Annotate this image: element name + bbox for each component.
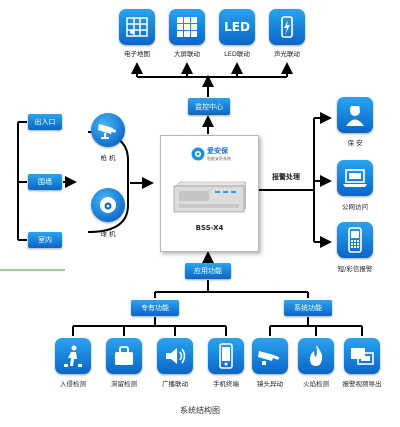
bottom-label-camera-shift: 镜头异动 xyxy=(257,380,283,388)
alarm-processing-label: 报警处理 xyxy=(272,173,300,181)
map-icon xyxy=(119,9,155,45)
device-panel: 爱安保 智能安防系统 BSS-X4 xyxy=(160,135,259,252)
app-functions-box: 应用功能 xyxy=(185,263,231,279)
led-icon-text: LED xyxy=(224,20,250,34)
special-functions-box: 专有功能 xyxy=(131,300,179,316)
output-label-led: LED联动 xyxy=(224,50,250,58)
brand-logo: 爱安保 智能安防系统 xyxy=(191,145,231,169)
bottom-label-intrusion: 入侵检测 xyxy=(60,380,86,388)
bullet-camera-icon xyxy=(91,113,125,147)
camera-label-dome: 球 机 xyxy=(100,230,116,238)
alarm-light-icon xyxy=(269,9,305,45)
bottom-label-flame: 火焰检测 xyxy=(303,380,329,388)
input-indoor: 室内 xyxy=(28,232,62,248)
bottom-label-mobile: 手机终端 xyxy=(213,380,239,388)
camera-label-bullet: 枪 机 xyxy=(100,154,116,162)
bottom-label-loitering: 滞留检测 xyxy=(111,380,137,388)
monitor-center-box: 监控中心 xyxy=(188,98,230,115)
right-label-guard: 保 安 xyxy=(347,139,363,147)
screen-grid-icon xyxy=(169,9,205,45)
device-model: BSS-X4 xyxy=(195,224,224,232)
led-icon: LED xyxy=(219,9,255,45)
output-label-screen: 大屏联动 xyxy=(174,50,200,58)
laptop-icon xyxy=(337,160,373,196)
output-label-map: 电子地图 xyxy=(124,50,150,58)
brand-subtitle: 智能安防系统 xyxy=(207,156,231,161)
bag-icon xyxy=(106,338,142,374)
speaker-icon xyxy=(157,338,193,374)
output-label-alarm-light: 声光联动 xyxy=(274,50,300,58)
right-label-sms: 短/彩信报警 xyxy=(337,265,373,273)
flame-icon xyxy=(298,338,334,374)
bottom-label-broadcast: 广播联动 xyxy=(162,380,188,388)
intrusion-icon xyxy=(55,338,91,374)
camera-shift-icon xyxy=(252,338,288,374)
brand-name: 爱安保 xyxy=(207,147,228,155)
video-export-icon xyxy=(344,338,380,374)
figure-caption: 系统结构图 xyxy=(180,406,220,415)
bottom-label-video-export: 报警视频导出 xyxy=(342,380,382,388)
mobile-icon xyxy=(208,338,244,374)
system-functions-box: 系统功能 xyxy=(284,300,332,316)
right-label-public-access: 公网访问 xyxy=(342,203,368,211)
phone-icon xyxy=(337,222,373,258)
input-wall: 围墙 xyxy=(28,174,62,190)
dome-camera-icon xyxy=(91,188,125,222)
brand-logo-mark xyxy=(191,147,205,161)
device-box-image xyxy=(170,178,248,216)
input-entrance: 出入口 xyxy=(28,114,62,130)
security-guard-icon xyxy=(337,97,373,133)
